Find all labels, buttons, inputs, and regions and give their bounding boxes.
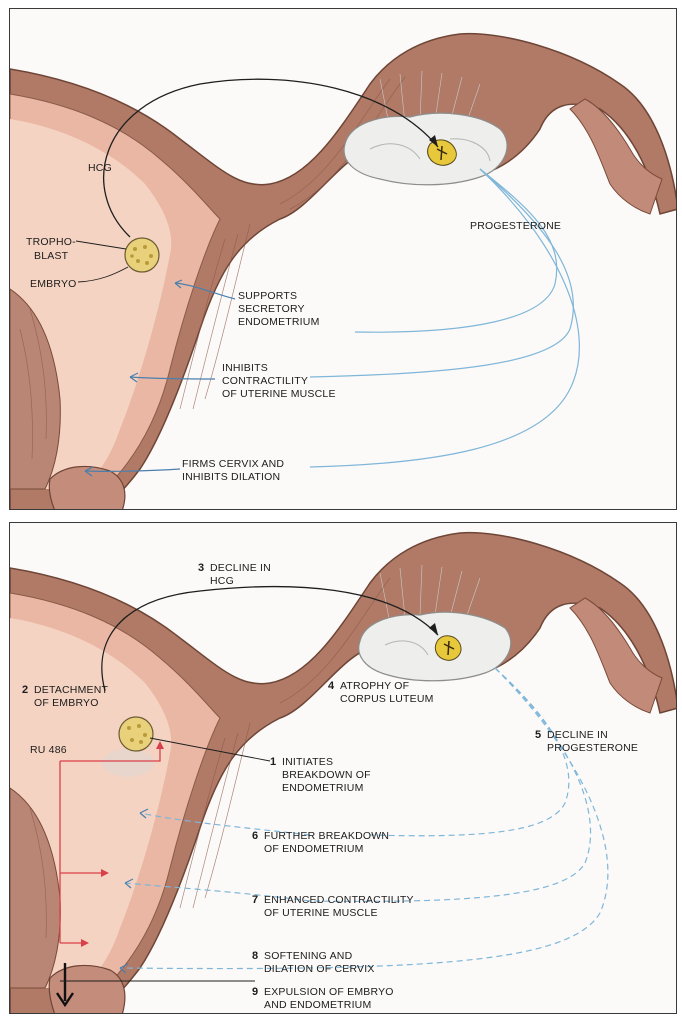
progesterone-pathways bbox=[310, 169, 579, 467]
step-7-line-1: ENHANCED CONTRACTILITY bbox=[264, 894, 414, 906]
step-5-line-1: DECLINE IN bbox=[547, 729, 608, 741]
step-4-number: 4 bbox=[328, 680, 335, 692]
step-1-number: 1 bbox=[270, 756, 276, 768]
step-3-number: 3 bbox=[198, 562, 204, 574]
step-4-line-1: ATROPHY OF bbox=[340, 680, 409, 692]
trophoblast bbox=[125, 238, 159, 272]
label-inhibits-2: CONTRACTILITY bbox=[222, 375, 308, 387]
label-ru486: RU 486 bbox=[30, 744, 67, 756]
label-tropho-2: BLAST bbox=[34, 250, 69, 262]
step-1-line-3: ENDOMETRIUM bbox=[282, 782, 364, 794]
diagram-ru486-action: 3 DECLINE IN HCG 2 DETACHMENT OF EMBRYO … bbox=[10, 523, 677, 1014]
label-tropho-1: TROPHO- bbox=[26, 236, 76, 248]
label-embryo: EMBRYO bbox=[30, 278, 77, 290]
step-7-number: 7 bbox=[252, 894, 258, 906]
label-supports-2: SECRETORY bbox=[238, 303, 305, 315]
uterus-illustration bbox=[10, 34, 677, 510]
label-inhibits-3: OF UTERINE MUSCLE bbox=[222, 388, 336, 400]
step-8-line-2: DILATION OF CERVIX bbox=[264, 963, 375, 975]
panel-ru486-action: 3 DECLINE IN HCG 2 DETACHMENT OF EMBRYO … bbox=[9, 522, 677, 1014]
step-8-number: 8 bbox=[252, 950, 258, 962]
label-firms-1: FIRMS CERVIX AND bbox=[182, 458, 284, 470]
label-progesterone: PROGESTERONE bbox=[470, 220, 561, 232]
step-1-line-1: INITIATES bbox=[282, 756, 333, 768]
step-9-number: 9 bbox=[252, 986, 258, 998]
step-4-line-2: CORPUS LUTEUM bbox=[340, 693, 434, 705]
step-1-line-2: BREAKDOWN OF bbox=[282, 769, 371, 781]
step-2-line-1: DETACHMENT bbox=[34, 684, 109, 696]
step-9-line-2: AND ENDOMETRIUM bbox=[264, 999, 371, 1011]
step-6-line-2: OF ENDOMETRIUM bbox=[264, 843, 364, 855]
step-5-line-2: PROGESTERONE bbox=[547, 742, 638, 754]
step-3-line-2: HCG bbox=[210, 575, 234, 587]
label-supports-1: SUPPORTS bbox=[238, 290, 297, 302]
step-8-line-1: SOFTENING AND bbox=[264, 950, 353, 962]
step-6-number: 6 bbox=[252, 830, 258, 842]
label-supports-3: ENDOMETRIUM bbox=[238, 316, 320, 328]
cervix-2 bbox=[49, 965, 125, 1014]
step-7-line-2: OF UTERINE MUSCLE bbox=[264, 907, 378, 919]
step-6-line-1: FURTHER BREAKDOWN bbox=[264, 830, 389, 842]
label-hcg: HCG bbox=[88, 162, 112, 174]
step-2-number: 2 bbox=[22, 684, 28, 696]
step-2-line-2: OF EMBRYO bbox=[34, 697, 99, 709]
diagram-normal-pregnancy: HCG TROPHO- BLAST EMBRYO PROGESTERONE SU… bbox=[10, 9, 677, 510]
panel-normal-pregnancy: HCG TROPHO- BLAST EMBRYO PROGESTERONE SU… bbox=[9, 8, 677, 510]
step-9-line-1: EXPULSION OF EMBRYO bbox=[264, 986, 394, 998]
label-firms-2: INHIBITS DILATION bbox=[182, 471, 280, 483]
step-5-number: 5 bbox=[535, 729, 541, 741]
step-3-line-1: DECLINE IN bbox=[210, 562, 271, 574]
label-inhibits-1: INHIBITS bbox=[222, 362, 268, 374]
